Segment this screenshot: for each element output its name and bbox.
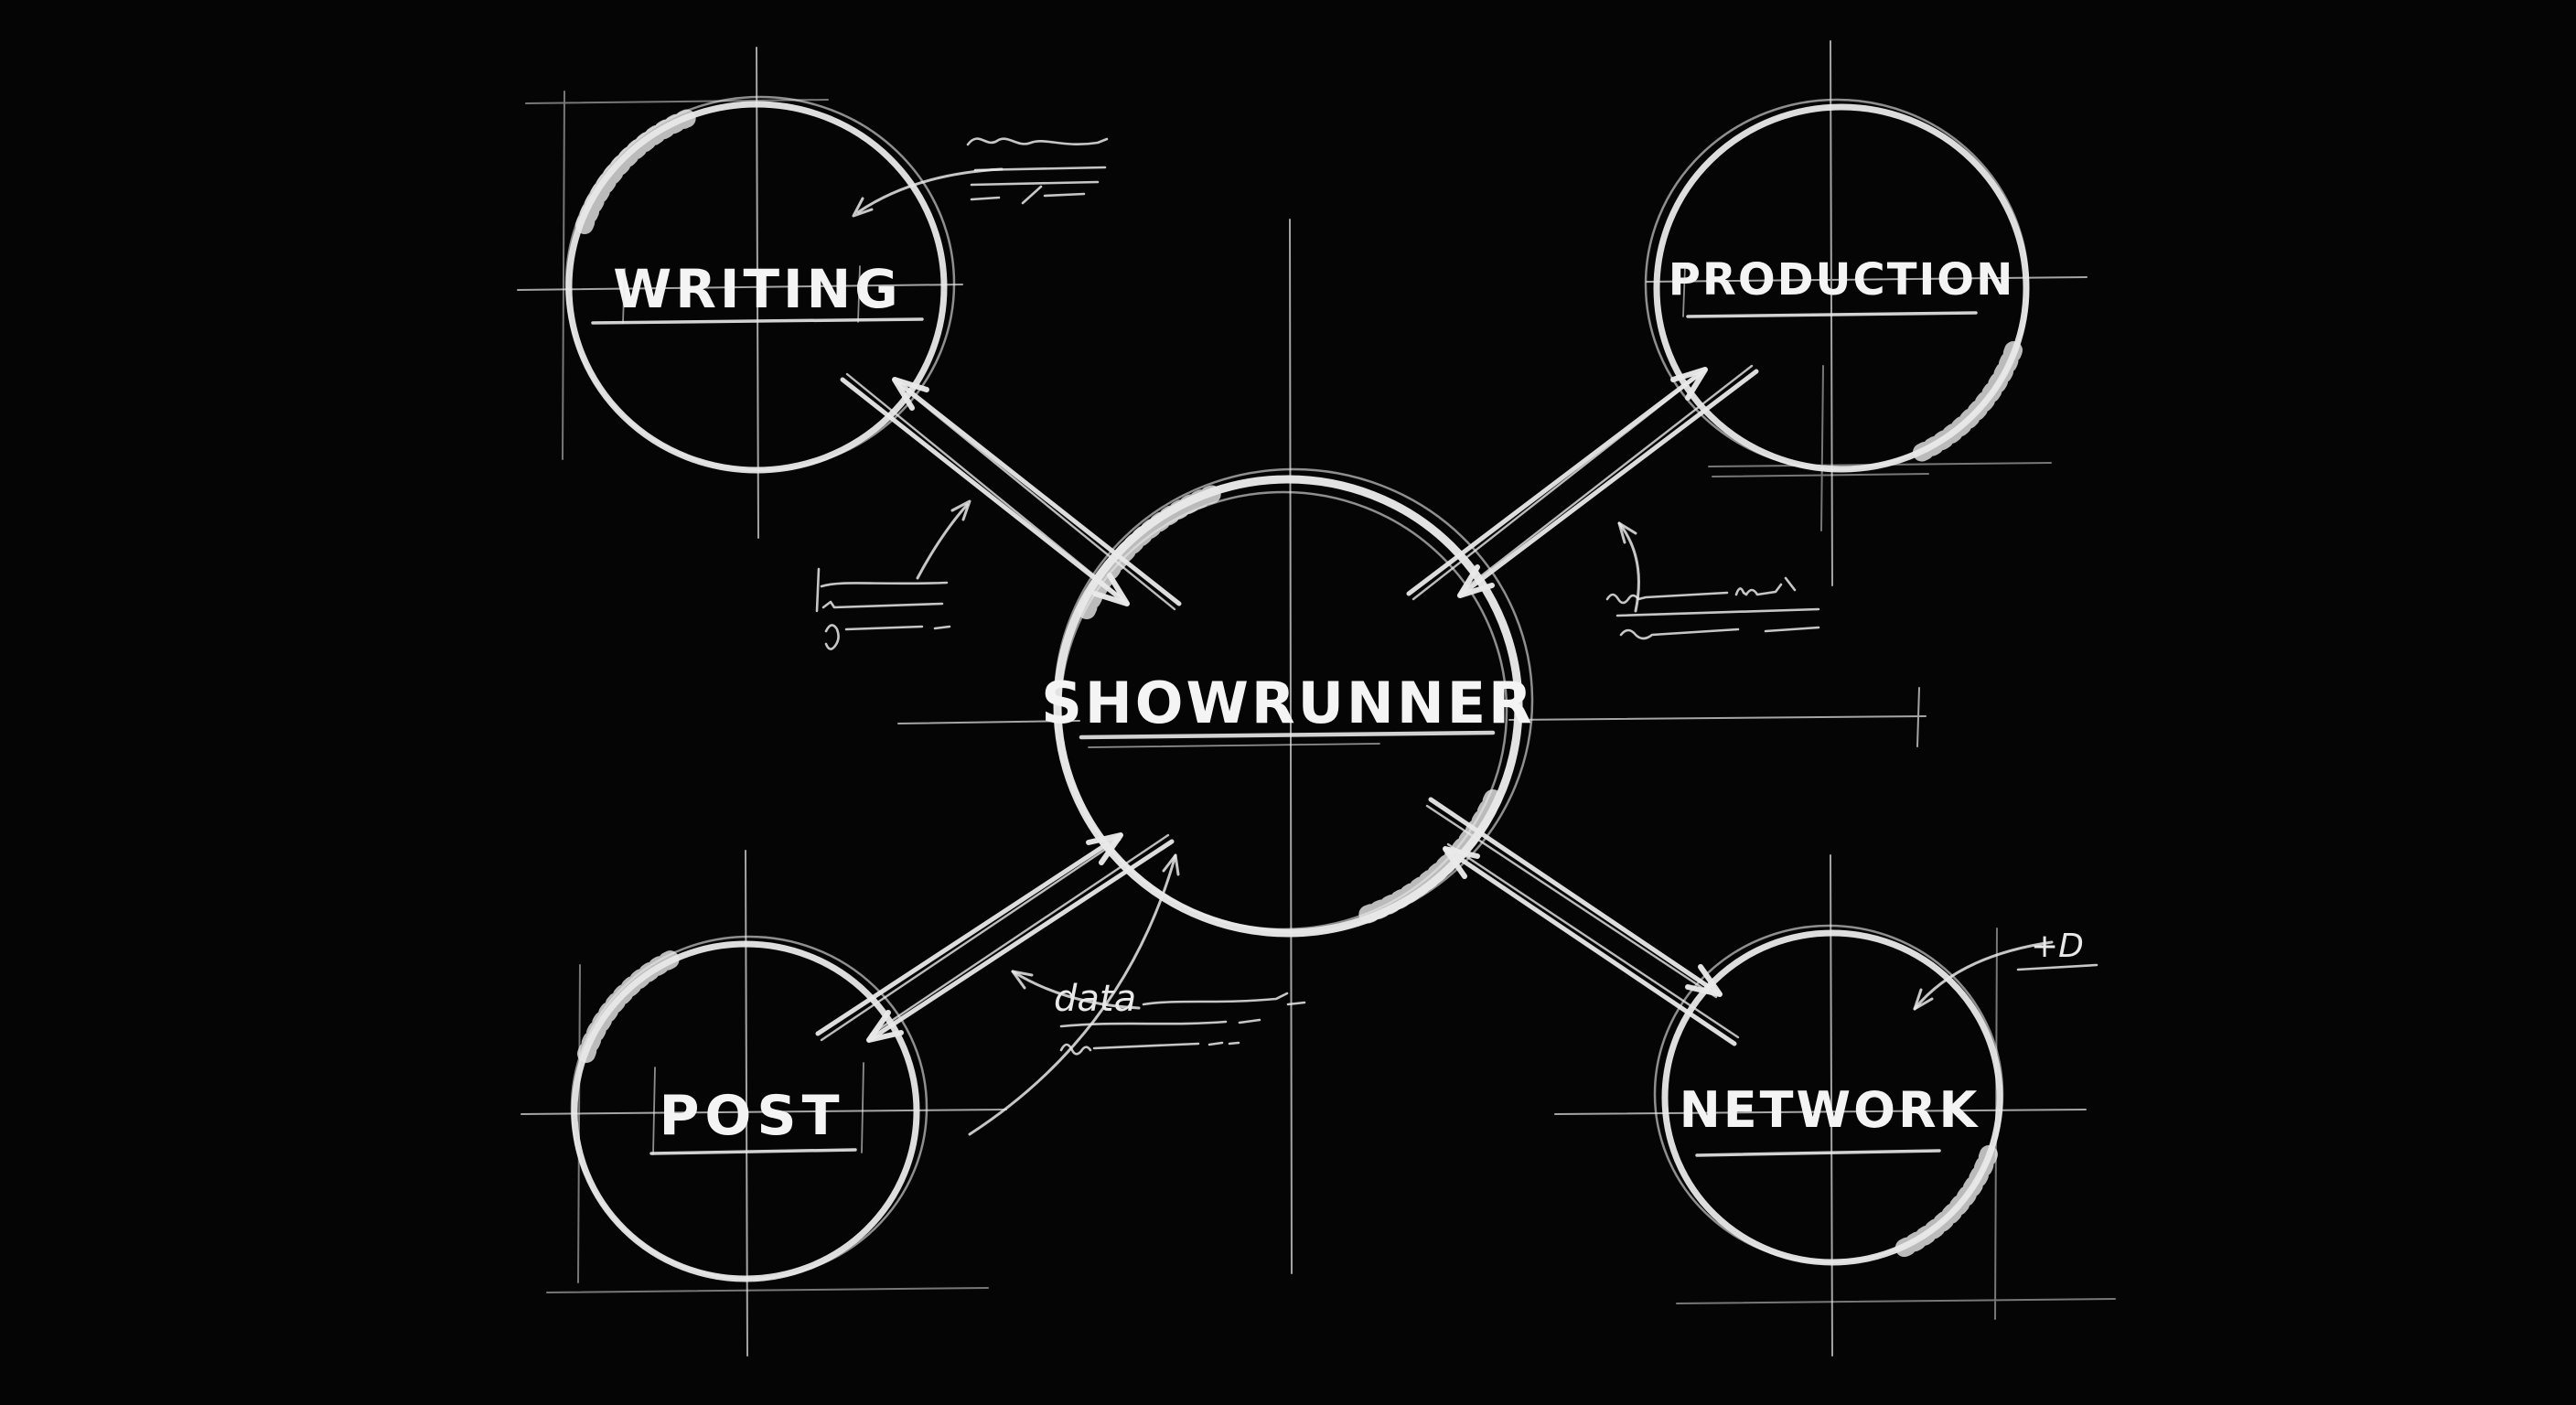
writing-frame-lines <box>525 91 829 460</box>
annotation-note-left <box>815 499 971 650</box>
annotation-note-right <box>1605 521 1820 640</box>
construction-lines <box>517 40 2116 1357</box>
showrunner-circle-sketch-pass-1 <box>1053 467 1534 934</box>
right-note-arrow <box>1617 521 1640 613</box>
showrunner-label-underline <box>1079 730 1496 740</box>
post-frame-lines <box>546 964 989 1293</box>
arrow-to-center-from-post-head <box>1086 832 1123 865</box>
node-post: POST <box>570 935 928 1282</box>
left-note-arrowhead <box>950 499 971 521</box>
long-curved-arrowhead <box>1162 853 1180 876</box>
annotation-note-network: +D <box>1913 928 2098 1011</box>
post-circle-sketch-pass <box>570 935 928 1281</box>
writing-label-ticks <box>622 265 861 324</box>
post-label-underline <box>649 1148 857 1155</box>
showrunner-crosshair <box>897 219 1927 1274</box>
arrow-to-network-shaft <box>1428 797 1723 997</box>
post-label: POST <box>659 1084 844 1148</box>
left-note-arrow <box>916 503 969 580</box>
edge-showrunner-post <box>815 832 1175 1043</box>
writing-crosshair <box>517 47 963 539</box>
showrunner-hatch-lower-right <box>1358 789 1502 924</box>
arrow-to-post-head <box>866 1010 904 1043</box>
data-note-scribble <box>1059 992 1306 1056</box>
arrow-to-center-from-post-shaft-inner <box>820 838 1122 1042</box>
data-note-arrowhead <box>1011 970 1034 990</box>
node-writing: WRITING <box>564 95 956 474</box>
arrow-to-writing-shaft-inner <box>896 382 1176 611</box>
arrow-to-post-shaft <box>866 839 1175 1043</box>
post-label-ticks <box>652 1062 864 1155</box>
arrow-to-production-head <box>1670 367 1708 401</box>
arrow-to-center-from-production-head <box>1457 564 1495 598</box>
arrow-to-center-from-network-head <box>1443 846 1480 879</box>
writing-note-scribble <box>966 137 1109 205</box>
network-note-arrowhead <box>1913 988 1934 1011</box>
showrunner-hatch-upper-left <box>1078 485 1222 619</box>
edge-showrunner-writing <box>840 372 1182 611</box>
edge-showrunner-network <box>1425 797 1740 1046</box>
post-crosshair <box>521 850 1007 1357</box>
production-label-tick <box>1682 266 1686 317</box>
arrow-to-center-from-writing-shaft <box>840 377 1130 606</box>
writing-circle-sketch-pass <box>564 95 956 472</box>
arrow-to-center-from-writing-shaft-inner <box>845 372 1125 601</box>
network-circle-sketch-pass <box>1653 924 2004 1264</box>
node-network: NETWORK <box>1653 924 2004 1266</box>
arrow-to-center-from-writing-head <box>1092 573 1130 606</box>
right-note-arrowhead <box>1617 521 1637 544</box>
network-note-label: +D <box>2031 928 2084 965</box>
arrow-to-production-shaft <box>1406 367 1708 596</box>
showrunner-label-underline-second <box>1088 743 1380 748</box>
arrow-to-writing-head <box>892 377 929 411</box>
production-hatch-shading <box>1910 341 2023 463</box>
annotation-note-data: data <box>968 853 1306 1136</box>
right-note-scribble <box>1605 576 1820 640</box>
arrow-to-center-from-network-shaft-inner <box>1446 842 1740 1039</box>
writing-label: WRITING <box>613 258 902 320</box>
arrow-to-network-shaft-inner <box>1425 804 1718 999</box>
node-production: PRODUCTION <box>1644 98 2030 473</box>
data-note-arrow <box>1011 970 1141 1010</box>
production-circle-sketch-pass <box>1644 98 2030 471</box>
network-label-underline <box>1695 1149 1941 1157</box>
arrow-to-production-shaft-inner <box>1411 371 1703 601</box>
writing-note-arrowhead <box>852 197 874 218</box>
node-showrunner: SHOWRUNNER <box>1041 467 1535 938</box>
network-note-underline <box>2016 963 2098 971</box>
long-curved-arrow-into-center <box>968 853 1177 1136</box>
network-note-arrow <box>1913 940 2054 1011</box>
network-label: NETWORK <box>1680 1081 1980 1139</box>
showrunner-circle-sketch-pass-2 <box>1058 490 1508 931</box>
arrow-to-center-from-production-shaft-inner <box>1460 364 1754 593</box>
production-label: PRODUCTION <box>1669 254 2015 306</box>
arrow-to-network-head <box>1685 964 1723 997</box>
arrow-to-writing-shaft <box>892 377 1182 606</box>
left-note-scribble <box>815 567 951 650</box>
showrunner-label: SHOWRUNNER <box>1041 670 1535 736</box>
writing-note-arrow <box>856 167 1004 214</box>
writing-hatch-shading <box>575 109 697 234</box>
edge-showrunner-production <box>1406 364 1759 601</box>
production-label-underline <box>1686 311 1978 318</box>
arrow-to-center-from-production-shaft <box>1457 369 1759 598</box>
arrow-to-center-from-post-shaft <box>815 832 1123 1036</box>
writing-label-underline <box>591 317 924 325</box>
arrow-to-center-from-network-shaft <box>1443 846 1737 1046</box>
post-hatch-shading <box>577 949 683 1063</box>
arrow-to-post-shaft-inner <box>869 833 1170 1036</box>
annotation-note-writing <box>852 137 1109 218</box>
data-note-label: data <box>1054 978 1136 1020</box>
network-hatch-shading <box>1894 1145 1998 1258</box>
